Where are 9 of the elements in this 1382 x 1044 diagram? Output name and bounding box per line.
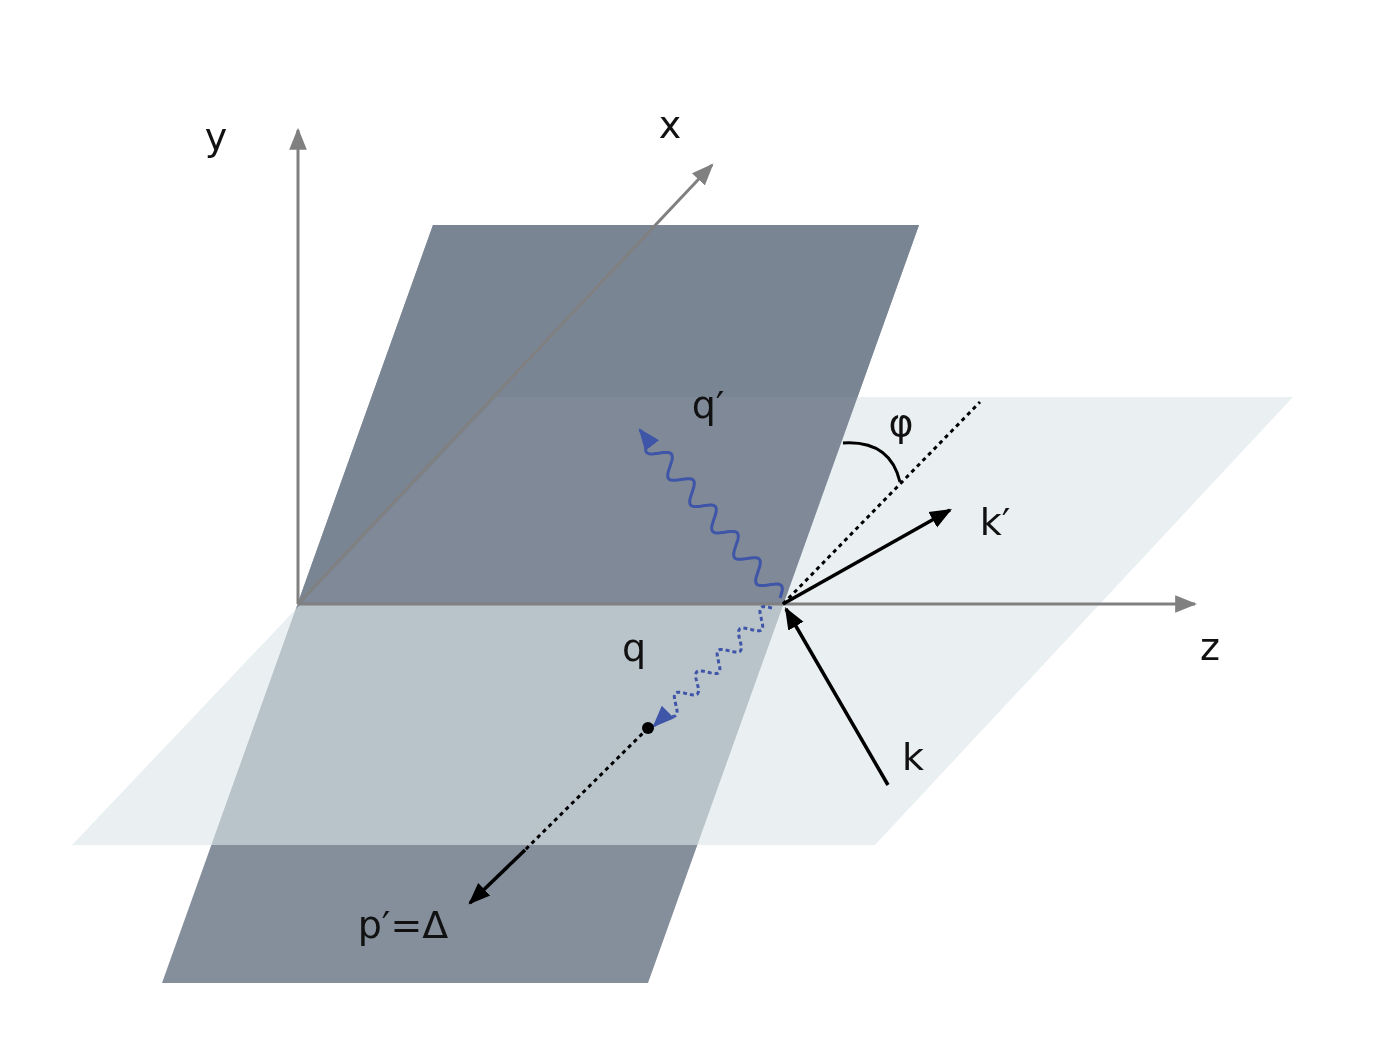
vector-label: k′ (979, 503, 1011, 541)
vector-label: p′=Δ (357, 906, 449, 944)
angle-label: φ (888, 404, 914, 442)
vector-label: q (621, 629, 647, 667)
axis-label: z (1200, 628, 1220, 666)
vector-label: q′ (691, 386, 725, 424)
vector-label: k (902, 738, 924, 776)
axis-label: x (658, 106, 682, 144)
axis-label: y (204, 118, 228, 156)
